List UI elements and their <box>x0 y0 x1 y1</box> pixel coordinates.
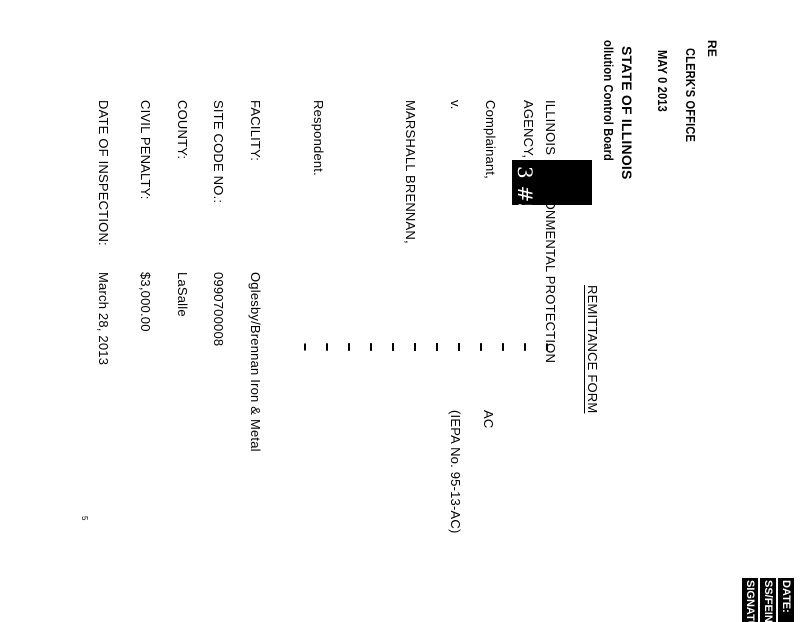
footer-signature-label: SIGNATU <box>742 578 758 622</box>
case-number: (IEPA No. 95-13-AC) <box>448 410 463 534</box>
complainant-name-line1: ILLINOIS ENVIRONMENTAL PROTECTION <box>543 100 558 364</box>
complainant-name-line2: AGENCY, <box>521 100 536 159</box>
stamp-mark: RE <box>705 40 719 58</box>
versus-label: v. <box>448 100 463 110</box>
inspection-date-value: March 28, 2013 <box>96 272 111 366</box>
civil-penalty-label: CIVIL PENALTY: <box>138 100 153 200</box>
case-type: AC <box>481 410 496 429</box>
county-value: LaSalle <box>175 272 190 317</box>
facility-value: Oglesby/Brennan Iron & Metal <box>248 272 263 452</box>
redaction-box: 3 #5 <box>512 160 592 215</box>
handwritten-note: 3 #5 <box>513 166 537 216</box>
page-mark: 5 <box>80 516 89 521</box>
state-stamp: STATE OF ILLINOIS <box>619 46 635 180</box>
caption-bracket <box>300 343 560 351</box>
board-stamp: ollution Control Board <box>601 40 616 161</box>
facility-label: FACILITY: <box>248 100 263 162</box>
respondent-role: Respondent. <box>311 100 326 176</box>
respondent-name: MARSHALL BRENNAN, <box>403 100 418 244</box>
site-code-label: SITE CODE NO.: <box>211 100 226 204</box>
inspection-date-label: DATE OF INSPECTION: <box>96 100 111 246</box>
site-code-value: 0990700008 <box>211 272 226 347</box>
county-label: COUNTY: <box>175 100 190 160</box>
complainant-role: Complainant, <box>483 100 498 179</box>
clerks-office-stamp: CLERK'S OFFICE <box>683 48 698 143</box>
footer-date-label: DATE: <box>778 578 794 622</box>
footer-ssfein-label: SS/FEIN <box>760 578 776 622</box>
civil-penalty-value: $3,000.00 <box>138 272 153 332</box>
received-date-stamp: MAY 0 2013 <box>655 50 670 112</box>
form-title: REMITTANCE FORM <box>585 285 600 414</box>
